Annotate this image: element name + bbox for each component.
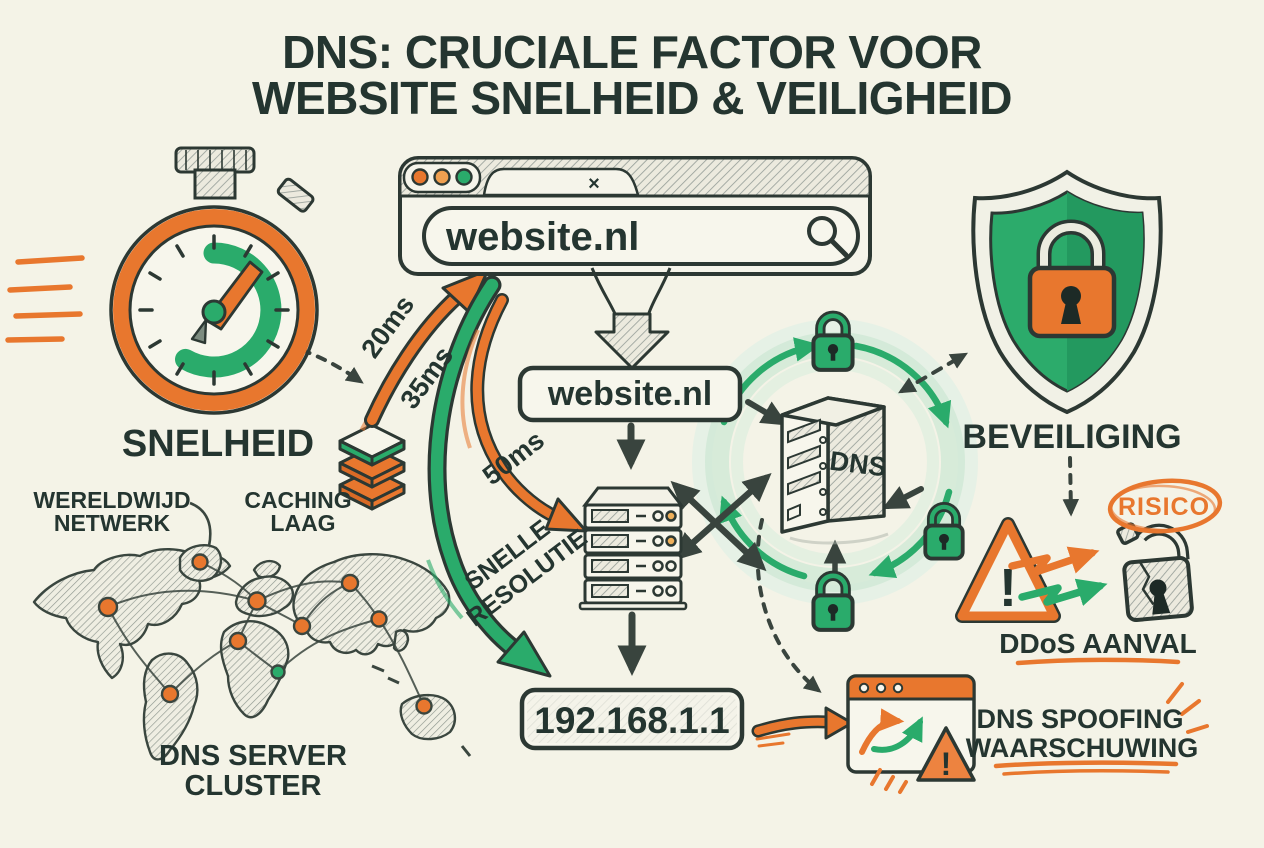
page-title-line1: DNS: CRUCIALE FACTOR VOOR xyxy=(282,26,982,78)
spoofing-label-1: DNS SPOOFING xyxy=(976,704,1183,734)
domain-box: website.nl xyxy=(517,365,743,423)
ddos-underline xyxy=(1015,657,1181,666)
server-stack-icon xyxy=(578,486,688,611)
domain-box-label: website.nl xyxy=(547,375,712,413)
caching-label-2: LAAG xyxy=(270,510,335,536)
map-node xyxy=(160,684,180,704)
map-node xyxy=(228,631,248,651)
ip-box-label: 192.168.1.1 xyxy=(534,700,729,741)
attack-arrows-icon xyxy=(1008,546,1108,606)
map-node xyxy=(370,610,388,628)
cache-layers-icon xyxy=(338,423,406,511)
address-bar[interactable] xyxy=(422,206,860,266)
funnel-arrow-icon xyxy=(590,267,672,370)
ring-padlock-top xyxy=(811,310,855,372)
speed-lines xyxy=(5,255,85,343)
global-network-pointer xyxy=(189,501,212,547)
speed-label: SNELHEID xyxy=(122,423,314,465)
browser-window-icon: × website.nl xyxy=(398,156,872,370)
cluster-label-2: CLUSTER xyxy=(185,770,322,802)
stopwatch-icon xyxy=(5,146,319,415)
dashed-link-dns-shield xyxy=(898,352,968,394)
alert-triangle-icon: ! xyxy=(916,726,976,782)
browser-tab[interactable] xyxy=(482,167,640,197)
map-node-green xyxy=(270,664,286,680)
ring-padlock-right xyxy=(923,501,965,561)
spoofing-emphasis-dashes xyxy=(1166,682,1209,734)
ring-padlock-bottom xyxy=(811,570,855,632)
map-node xyxy=(247,591,267,611)
dashed-arrow-speed xyxy=(300,348,364,384)
spoofed-browser-icon: ! xyxy=(846,674,976,794)
traffic-dot-green xyxy=(455,168,473,186)
warning-exclamation: ! xyxy=(999,558,1017,618)
risk-badge-label: RISICO xyxy=(1118,493,1210,521)
tab-close-icon[interactable]: × xyxy=(588,173,600,195)
ddos-label: DDoS AANVAL xyxy=(999,628,1197,659)
dashed-arrow-risk xyxy=(1062,456,1080,517)
page-title-line2: WEBSITE SNELHEID & VEILIGHEID xyxy=(252,72,1012,124)
alert-exclamation: ! xyxy=(941,746,952,782)
shield-padlock xyxy=(1027,219,1117,339)
map-node xyxy=(340,573,360,593)
dns-tower-label: DNS xyxy=(828,446,888,483)
map-node xyxy=(292,616,312,636)
spoofing-underline xyxy=(993,760,1179,776)
dns-tower-icon: DNS xyxy=(780,396,889,545)
arrow-35ms xyxy=(426,275,552,678)
risk-badge: RISICO xyxy=(1107,478,1223,534)
map-node xyxy=(415,697,433,715)
map-node xyxy=(97,596,119,618)
map-node xyxy=(191,553,209,571)
arrow-50ms xyxy=(460,293,588,533)
spoofing-label-2: WAARSCHUWING xyxy=(966,733,1198,763)
traffic-dot-amber xyxy=(433,168,451,186)
security-label: BEVEILIGING xyxy=(962,418,1181,456)
broken-lock-icon xyxy=(1116,522,1194,623)
global-network-label-1: WERELDWIJD xyxy=(33,487,190,513)
caching-label-1: CACHING xyxy=(244,487,351,513)
magnifier-icon[interactable] xyxy=(807,216,849,258)
traffic-dot-orange xyxy=(411,168,429,186)
map-server-nodes xyxy=(97,553,433,715)
shield-lock-icon xyxy=(971,169,1163,415)
flow-connector-arrows xyxy=(616,399,924,677)
global-network-label-2: NETWERK xyxy=(54,510,171,536)
address-url[interactable]: website.nl xyxy=(445,215,639,259)
ip-box: 192.168.1.1 xyxy=(519,687,745,751)
orange-arrow-to-spoof xyxy=(751,706,854,748)
arrow-20ms xyxy=(359,268,490,432)
cluster-label-1: DNS SERVER xyxy=(159,740,347,772)
